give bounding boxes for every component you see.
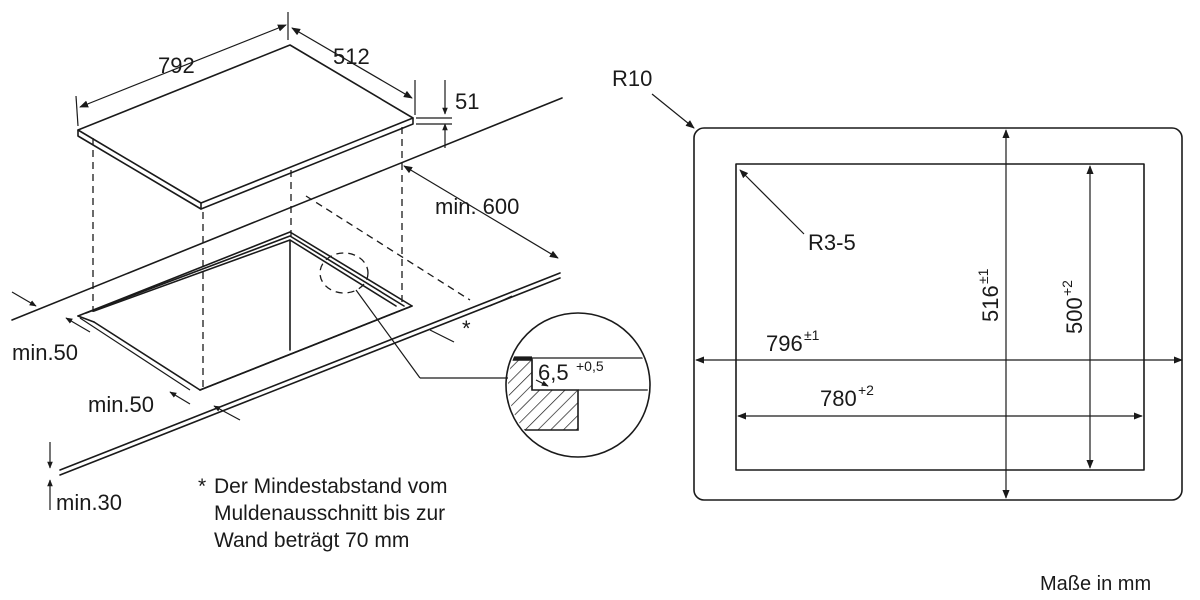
inner-width-tolerance: +2 xyxy=(858,382,874,398)
footnote: * Der Mindestabstand vom Muldenausschnit… xyxy=(198,475,447,552)
inner-width-label: 780 xyxy=(820,386,857,411)
footnote-line-2: Muldenausschnitt bis zur xyxy=(214,502,445,525)
detail-value-label: 6,5 xyxy=(538,360,569,385)
dimension-wall-distance-label: min. 600 xyxy=(435,194,519,219)
worktop-outline xyxy=(11,97,563,476)
dimension-wall-distance: min. 600 xyxy=(403,165,559,259)
inner-cutout xyxy=(735,163,1145,471)
worktop-cutout xyxy=(77,231,413,391)
footnote-marker: * xyxy=(198,475,206,498)
inner-height-tolerance: +2 xyxy=(1059,280,1075,296)
dimension-left-edge-label: min.50 xyxy=(12,340,78,365)
detail-tolerance-label: +0,5 xyxy=(576,358,604,374)
cutout-view: R10 R3-5 796 ±1 780 +2 516 ±1 500 +2 xyxy=(612,66,1183,501)
outer-height-label: 516 xyxy=(978,285,1003,322)
dimension-thickness: 51 xyxy=(416,80,479,148)
dimension-thickness-label: 51 xyxy=(455,89,479,114)
isometric-view: 792 512 51 min. 600 min.50 xyxy=(11,12,651,552)
inner-radius-label: R3-5 xyxy=(808,230,856,255)
dimension-bottom-label: min.30 xyxy=(56,490,122,515)
detail-callout: 6,5 +0,5 xyxy=(319,252,651,458)
unit-note: Maße in mm xyxy=(1040,573,1151,595)
inner-height-label: 500 xyxy=(1062,297,1087,334)
dimension-depth: 512 xyxy=(291,27,416,115)
dimension-left-edge: min.50 xyxy=(11,291,191,391)
outer-cutout xyxy=(693,127,1183,501)
dimension-wall-gap: * xyxy=(429,295,513,343)
footnote-line-1: Der Mindestabstand vom xyxy=(214,475,447,498)
dimension-front-edge: min.50 xyxy=(88,391,241,421)
outer-height-tolerance: ±1 xyxy=(975,268,991,284)
outer-width-tolerance: ±1 xyxy=(804,327,820,343)
asterisk-marker: * xyxy=(462,316,471,341)
outer-width-label: 796 xyxy=(766,331,803,356)
outer-radius-label: R10 xyxy=(612,66,652,91)
dimension-width-label: 792 xyxy=(158,53,195,78)
dimension-front-edge-label: min.50 xyxy=(88,392,154,417)
dimension-bottom: min.30 xyxy=(47,442,122,515)
projection-lines xyxy=(92,127,471,388)
dimension-width: 792 xyxy=(75,12,289,127)
footnote-line-3: Wand beträgt 70 mm xyxy=(214,529,409,552)
dimension-depth-label: 512 xyxy=(333,44,370,69)
